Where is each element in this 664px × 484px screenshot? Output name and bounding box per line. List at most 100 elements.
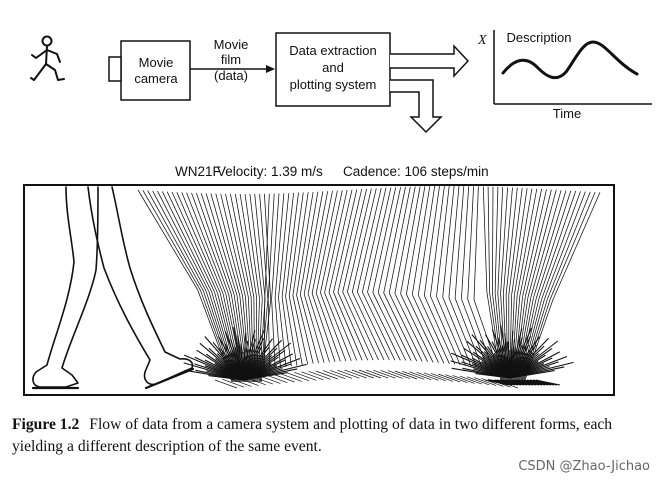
plot-axis-y-label: X bbox=[477, 33, 487, 48]
stick-trace-line bbox=[406, 186, 426, 295]
stick-trace-line bbox=[303, 294, 325, 363]
stick-trace-line bbox=[499, 379, 525, 386]
stick-trace-line bbox=[299, 191, 319, 295]
stick-trace-line bbox=[285, 192, 299, 297]
stick-trace-line bbox=[517, 379, 543, 386]
stick-trace-line bbox=[442, 185, 455, 298]
walking-legs-outline bbox=[31, 186, 195, 390]
stick-trace-line bbox=[274, 298, 281, 368]
stick-trace-line bbox=[438, 373, 461, 383]
stick-trace-line bbox=[520, 379, 546, 386]
stick-trace-line bbox=[394, 293, 428, 362]
stick-trace-line bbox=[171, 191, 218, 293]
stick-trace-line bbox=[176, 192, 221, 294]
watermark: CSDN @Zhao-Jichao bbox=[518, 459, 650, 474]
stick-trace-line bbox=[400, 293, 434, 363]
stick-trace-line bbox=[430, 185, 445, 297]
data-extraction-box: Data extraction and plotting system bbox=[275, 32, 391, 107]
stick-trace-line bbox=[546, 191, 591, 300]
stick-trace-line bbox=[511, 188, 528, 296]
stick-trace-line bbox=[281, 192, 294, 298]
stick-trace-line bbox=[367, 292, 401, 361]
stick-trace-line bbox=[535, 379, 561, 386]
stick-trace-line bbox=[215, 193, 243, 297]
stick-trace-line bbox=[454, 186, 465, 299]
stick-trace-line bbox=[230, 193, 252, 298]
stick-trace-line bbox=[423, 295, 456, 365]
velocity-label: Velocity: 1.39 m/s bbox=[217, 164, 323, 179]
stick-trace-line bbox=[448, 297, 477, 368]
stick-trace-line bbox=[519, 188, 542, 297]
stick-trace-line bbox=[337, 369, 360, 379]
stick-trace-line bbox=[380, 370, 403, 379]
stick-trace-line bbox=[538, 190, 577, 299]
plot-axis-x-label: Time bbox=[553, 106, 581, 121]
stick-trace-line bbox=[494, 186, 499, 294]
film-label-line3: (data) bbox=[214, 68, 248, 83]
stick-trace-line bbox=[362, 291, 396, 361]
stick-trace-line bbox=[358, 369, 382, 379]
stick-trace-line bbox=[254, 193, 266, 300]
stick-trace-line bbox=[487, 379, 513, 386]
stick-trace-line bbox=[225, 193, 249, 297]
stick-trace-line bbox=[288, 295, 303, 365]
stick-trace-line bbox=[258, 375, 281, 384]
stick-trace-line bbox=[311, 190, 333, 294]
stick-trace-line bbox=[526, 379, 552, 386]
stick-trace-line bbox=[532, 379, 558, 386]
stick-trace-line bbox=[387, 370, 410, 379]
stick-trace-line bbox=[400, 186, 421, 294]
stick-trace-line bbox=[466, 376, 490, 386]
stick-trace-line bbox=[278, 297, 287, 367]
stick-trace-line bbox=[423, 186, 440, 296]
film-arrow bbox=[190, 65, 275, 73]
stick-trace-line bbox=[296, 294, 314, 364]
stick-trace-line bbox=[452, 375, 475, 384]
stick-trace-line bbox=[461, 186, 470, 299]
stick-trace-line bbox=[281, 296, 292, 367]
movie-camera-box: Movie camera bbox=[108, 40, 191, 101]
stick-trace-line bbox=[210, 193, 241, 296]
stick-trace-line bbox=[286, 372, 310, 382]
stick-trace-line bbox=[549, 191, 596, 300]
stick-trace-line bbox=[406, 294, 439, 363]
stick-trace-line bbox=[411, 294, 445, 364]
cadence-label: Cadence: 106 steps/min bbox=[343, 164, 489, 179]
stick-trace-line bbox=[288, 192, 304, 296]
stick-trace-line bbox=[411, 186, 431, 295]
stick-trace-line bbox=[500, 187, 508, 294]
film-label-line1: Movie bbox=[214, 37, 249, 52]
stick-trace-line bbox=[527, 189, 557, 298]
stick-trace-line bbox=[272, 373, 295, 383]
stick-trace-line bbox=[513, 188, 533, 296]
stick-trace-line bbox=[535, 190, 572, 299]
stick-trace-line bbox=[299, 294, 319, 364]
stick-trace-line bbox=[303, 191, 324, 295]
stick-trace-line bbox=[436, 185, 450, 297]
stick-trace-line bbox=[356, 188, 382, 293]
stick-trace-line bbox=[259, 193, 269, 300]
stick-trace-line bbox=[409, 371, 432, 381]
stick-trace-line bbox=[541, 191, 581, 299]
stick-trace-line bbox=[436, 296, 467, 366]
stick-trace-line bbox=[383, 186, 406, 293]
stick-trace-line bbox=[493, 379, 519, 386]
stick-trace-line bbox=[487, 186, 490, 293]
stick-trace-line bbox=[522, 189, 547, 297]
plot-title: Description bbox=[506, 30, 571, 45]
stick-trace-line bbox=[137, 189, 199, 291]
plot-wave bbox=[501, 40, 639, 80]
stick-trace-line bbox=[264, 193, 270, 300]
stick-trace-line bbox=[244, 193, 260, 299]
stick-trace-line bbox=[265, 374, 288, 384]
stick-trace-line bbox=[249, 193, 263, 299]
stick-trace-line bbox=[292, 192, 309, 296]
stick-trace-line bbox=[511, 379, 537, 386]
stick-trace-line bbox=[333, 189, 358, 293]
stick-trace-line bbox=[402, 370, 425, 380]
stick-trace-line bbox=[423, 372, 446, 382]
stick-trace-line bbox=[285, 296, 298, 366]
stick-trace-line bbox=[523, 379, 549, 386]
stick-trace-line bbox=[328, 189, 353, 293]
